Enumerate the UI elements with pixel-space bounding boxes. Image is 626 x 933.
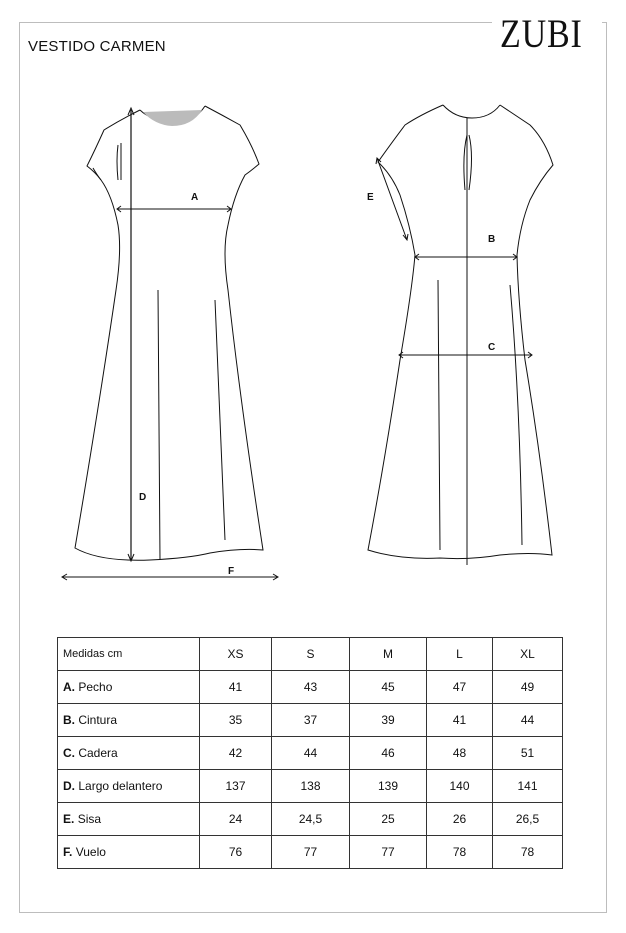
header-size: S (271, 637, 350, 671)
measure-name: C. Cadera (57, 736, 200, 770)
measure-value: 25 (349, 802, 427, 836)
measure-value: 44 (271, 736, 350, 770)
measure-value: 45 (349, 670, 427, 704)
measure-label: Cintura (78, 713, 118, 727)
back-dress-drawing: E B C (367, 104, 554, 565)
measure-value: 48 (426, 736, 493, 770)
page-frame (19, 22, 607, 913)
measure-value: 41 (426, 703, 493, 737)
measure-value: 44 (492, 703, 563, 737)
measure-value: 51 (492, 736, 563, 770)
label-a: A (191, 192, 198, 203)
measure-value: 41 (199, 670, 272, 704)
measure-name: D. Largo delantero (57, 769, 200, 803)
measure-value: 43 (271, 670, 350, 704)
logo-background (492, 14, 602, 32)
measure-value: 78 (492, 835, 563, 869)
measure-label: Largo delantero (78, 779, 163, 793)
measure-value: 138 (271, 769, 350, 803)
measure-label: Cadera (78, 746, 118, 760)
header-size: XL (492, 637, 563, 671)
measure-value: 76 (199, 835, 272, 869)
measure-value: 137 (199, 769, 272, 803)
measure-value: 77 (271, 835, 350, 869)
measure-value: 42 (199, 736, 272, 770)
header-measures: Medidas cm (57, 637, 200, 671)
measure-code: D. (63, 779, 75, 793)
measure-value: 39 (349, 703, 427, 737)
measure-value: 47 (426, 670, 493, 704)
label-f: F (228, 566, 234, 577)
label-e: E (367, 192, 374, 203)
front-dress-drawing: A D F (61, 105, 279, 581)
measure-value: 49 (492, 670, 563, 704)
measure-code: F. (63, 845, 73, 859)
measure-code: C. (63, 746, 75, 760)
header-size: M (349, 637, 427, 671)
product-title: VESTIDO CARMEN (28, 38, 166, 55)
measure-value: 37 (271, 703, 350, 737)
measure-value: 141 (492, 769, 563, 803)
header-size: XS (199, 637, 272, 671)
measure-label: Vuelo (75, 845, 106, 859)
measure-value: 26,5 (492, 802, 563, 836)
label-d: D (139, 492, 146, 503)
header-size: L (426, 637, 493, 671)
measure-value: 26 (426, 802, 493, 836)
measure-name: B. Cintura (57, 703, 200, 737)
brand-logo: ZUBI (500, 11, 583, 56)
measure-value: 35 (199, 703, 272, 737)
label-c: C (488, 342, 495, 353)
technical-drawings: A D F E B C (61, 104, 554, 581)
label-b: B (488, 234, 495, 245)
measure-value: 46 (349, 736, 427, 770)
table-header-row: Medidas cm XS S M L XL (57, 637, 563, 671)
measure-value: 24,5 (271, 802, 350, 836)
measure-code: E. (63, 812, 75, 826)
measure-code: B. (63, 713, 75, 727)
measure-name: F. Vuelo (57, 835, 200, 869)
measure-value: 77 (349, 835, 427, 869)
measure-label: Sisa (77, 812, 102, 826)
measure-value: 139 (349, 769, 427, 803)
measure-code: A. (63, 680, 75, 694)
measure-label: Pecho (78, 680, 113, 694)
measure-name: A. Pecho (57, 670, 200, 704)
measure-value: 24 (199, 802, 272, 836)
measure-value: 78 (426, 835, 493, 869)
measure-name: E. Sisa (57, 802, 200, 836)
measure-value: 140 (426, 769, 493, 803)
